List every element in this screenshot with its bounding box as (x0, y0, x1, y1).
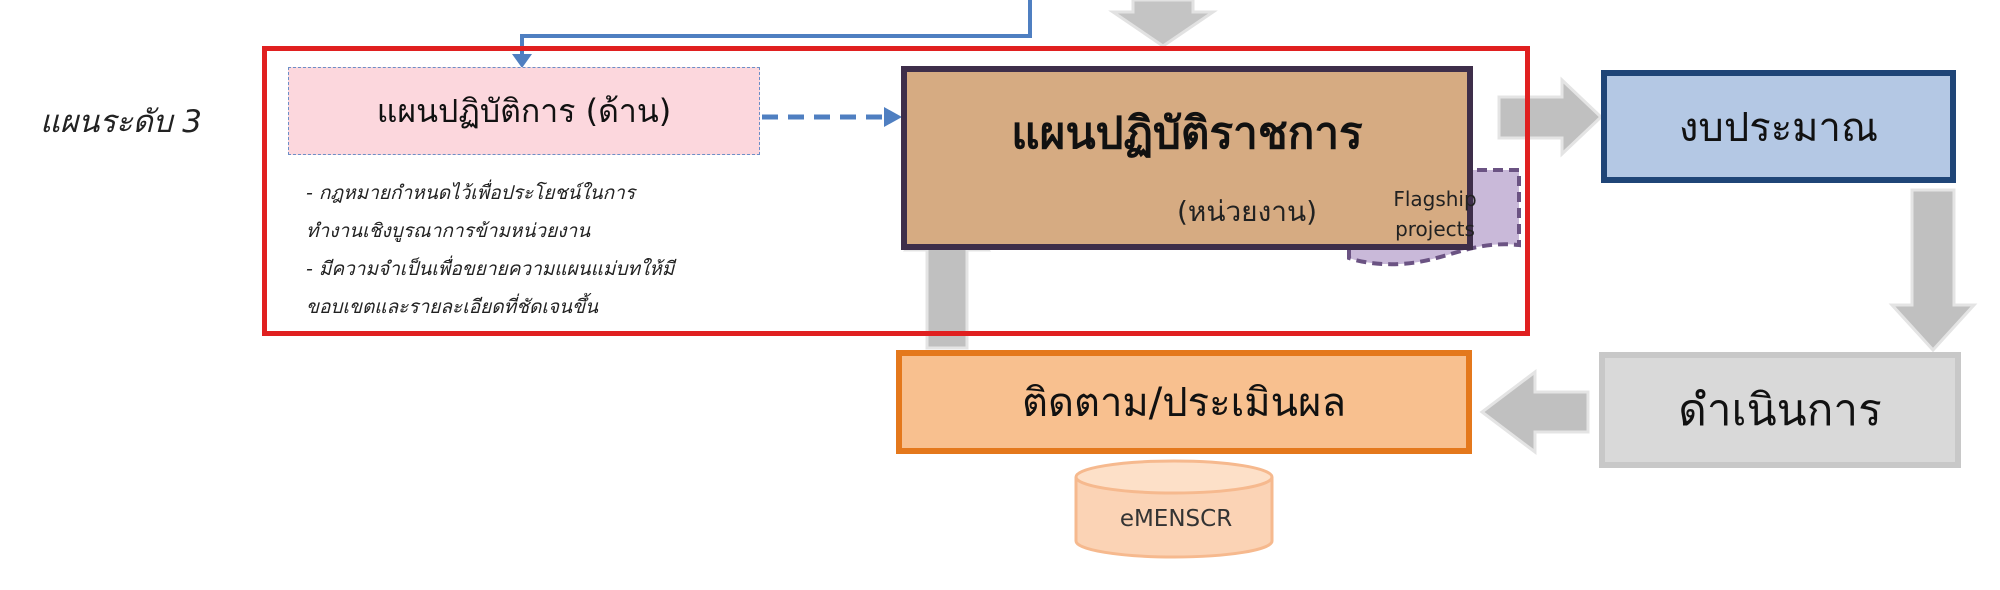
operate-label: ดำเนินการ (1678, 385, 1882, 436)
action-plan-title: แผนปฏิบัติราชการ (1011, 108, 1363, 159)
dashed-connector-arrowhead (884, 107, 902, 127)
side-action-plan-title: แผนปฏิบัติการ (ด้าน) (376, 91, 672, 130)
flagship-projects-label: Flagship projects (1350, 184, 1520, 244)
plan-level-frame (262, 46, 1530, 336)
note-line: - มีความจำเป็นเพื่อขยายความแผนแม่บทให้มี (306, 258, 675, 280)
note-line: ทำงานเชิงบูรณาการข้ามหน่วยงาน (306, 220, 591, 242)
side-action-plan-box: แผนปฏิบัติการ (ด้าน) (288, 67, 760, 155)
arrow-to-operate (1888, 188, 1978, 353)
action-plan-subtitle: (หน่วยงาน) (1176, 195, 1318, 228)
budget-label: งบประมาณ (1678, 104, 1879, 151)
flagship-line-2: projects (1395, 217, 1475, 241)
monitor-evaluate-box: ติดตาม/ประเมินผล (896, 350, 1472, 454)
budget-box: งบประมาณ (1601, 70, 1956, 183)
blue-connector-arrowhead (512, 54, 532, 68)
note-line: - กฎหมายกำหนดไว้เพื่อประโยชน์ในการ (306, 182, 636, 204)
arrow-to-monitor (1479, 368, 1590, 456)
arrow-to-budget (1497, 76, 1604, 158)
agency-action-plan-box: แผนปฏิบัติราชการ (หน่วยงาน) (901, 66, 1473, 250)
database-cylinder (1074, 459, 1274, 559)
database-label: eMENSCR (1119, 506, 1233, 532)
operate-box: ดำเนินการ (1599, 352, 1961, 468)
incoming-top-arrow (1108, 0, 1218, 48)
note-line: ขอบเขตและรายละเอียดที่ชัดเจนขึ้น (306, 296, 598, 318)
flagship-line-1: Flagship (1393, 187, 1477, 211)
monitor-label: ติดตาม/ประเมินผล (1022, 380, 1346, 426)
level-label: แผนระดับ 3 (40, 104, 203, 140)
side-plan-notes: - กฎหมายกำหนดไว้เพื่อประโยชน์ในการ ทำงาน… (306, 174, 776, 326)
